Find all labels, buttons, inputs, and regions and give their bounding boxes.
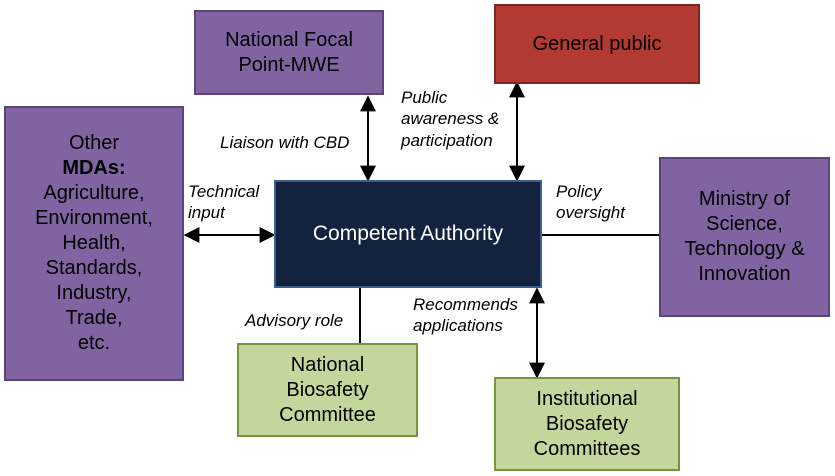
mdas-line-3: Agriculture, xyxy=(43,182,145,204)
mdas-line-1: Other xyxy=(68,132,120,154)
ministry-line-3: Technology & xyxy=(684,238,805,260)
ibc-line-2: Biosafety xyxy=(545,412,629,435)
label-public-awareness-line-3: participation xyxy=(401,130,493,150)
mdas-line-4: Environment, xyxy=(35,207,153,229)
label-recommends-line-1: Recommends xyxy=(413,295,518,314)
label-public-awareness-line-1: Public xyxy=(401,88,448,107)
competent-authority-box: Competent Authority xyxy=(274,180,542,288)
ministry-line-4: Innovation xyxy=(698,263,791,285)
national-focal-point-box: National Focal Point-MWE xyxy=(194,10,384,95)
public-line-1: General public xyxy=(532,32,662,55)
nbc-line-3: Committee xyxy=(279,403,376,426)
label-public-awareness-line-2: awareness & xyxy=(401,109,500,129)
ministry-of-science-box: Ministry of Science, Technology & Innova… xyxy=(659,157,830,317)
label-policy-oversight-line-2: oversight xyxy=(556,203,625,223)
label-technical-input: Technical input xyxy=(188,181,259,224)
focal-line-2: Point-MWE xyxy=(238,53,340,76)
ministry-line-2: Science, xyxy=(706,213,783,235)
label-technical-input-line-1: Technical xyxy=(188,182,260,201)
national-biosafety-box: National Biosafety Committee xyxy=(237,343,418,437)
label-advisory-role: Advisory role xyxy=(245,311,344,330)
other-mdas-box: Other MDAs: Agriculture, Environment, He… xyxy=(4,106,184,381)
label-policy-oversight: Policy oversight xyxy=(556,181,625,224)
ibc-line-3: Committees xyxy=(533,437,641,460)
mdas-line-9: etc. xyxy=(77,332,111,354)
mdas-line-6: Standards, xyxy=(45,257,143,279)
label-policy-oversight-line-1: Policy xyxy=(556,182,602,201)
label-public-awareness: Public awareness & participation xyxy=(401,87,499,151)
nbc-line-2: Biosafety xyxy=(286,378,369,401)
nbc-line-1: National xyxy=(290,353,365,376)
focal-line-1: National Focal xyxy=(225,28,353,51)
mdas-line-8: Trade, xyxy=(65,307,123,329)
institutional-biosafety-box: Institutional Biosafety Committees xyxy=(494,377,680,471)
mdas-line-2: MDAs: xyxy=(62,157,126,179)
label-technical-input-line-2: input xyxy=(188,203,225,223)
general-public-box: General public xyxy=(494,4,700,84)
authority-line-1: Competent Authority xyxy=(312,221,504,245)
label-recommends-applications: Recommends applications xyxy=(413,294,518,337)
ministry-line-1: Ministry of xyxy=(698,188,791,210)
mdas-line-5: Health, xyxy=(62,232,126,254)
label-liaison-with-cbd: Liaison with CBD xyxy=(220,133,350,152)
mdas-line-7: Industry, xyxy=(56,282,132,304)
label-recommends-line-2: applications xyxy=(413,316,503,336)
ibc-line-1: Institutional xyxy=(536,387,638,410)
